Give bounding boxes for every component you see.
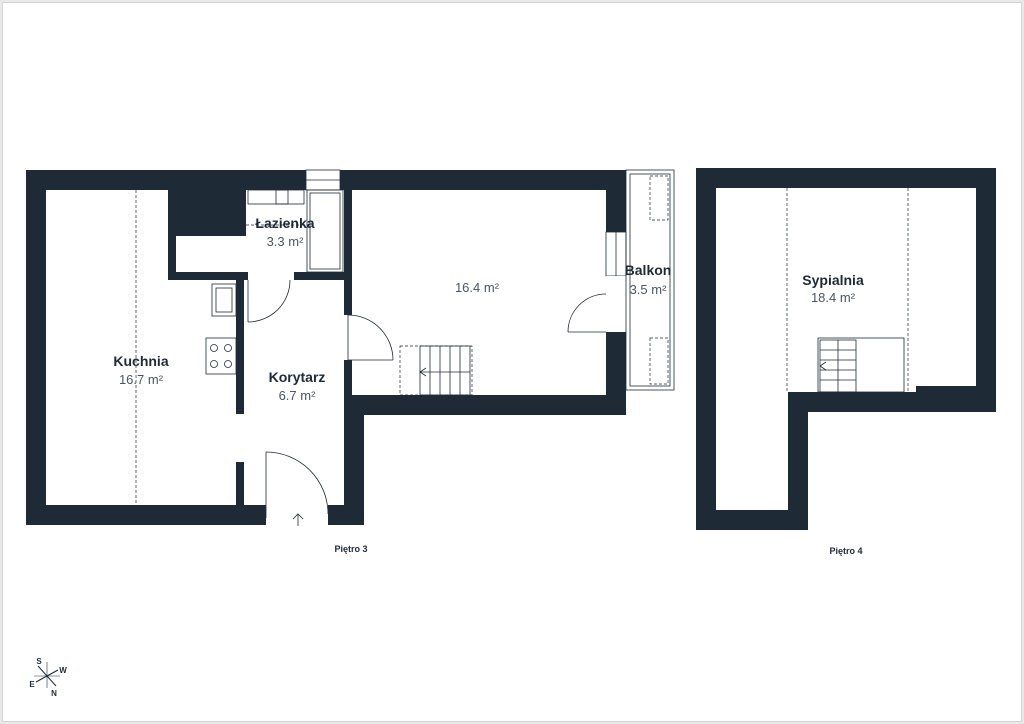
floor-3-doors bbox=[247, 279, 607, 526]
room-area-lazienka: 3.3 m² bbox=[267, 234, 305, 249]
balcony-outline bbox=[625, 169, 675, 391]
wall-bottom-left bbox=[26, 505, 266, 525]
compass-n: N bbox=[51, 689, 57, 698]
floor-4-stairs bbox=[817, 337, 905, 393]
wall-kitchen-bath bbox=[168, 170, 176, 280]
wall-inner-vertical-4 bbox=[788, 392, 808, 530]
wall-corridor-right bbox=[344, 395, 364, 525]
room-name-sypialnia: Sypialnia bbox=[802, 272, 864, 288]
wall-living-right-top bbox=[606, 170, 626, 232]
room-area-sypialnia: 18.4 m² bbox=[811, 290, 856, 305]
room-name-kuchnia: Kuchnia bbox=[113, 353, 168, 369]
floor-3-windows bbox=[305, 169, 627, 332]
compass-e: E bbox=[29, 680, 35, 689]
wall-bath-bottom-left bbox=[168, 272, 248, 280]
room-area-korytarz: 6.7 m² bbox=[279, 388, 317, 403]
wall-left-4 bbox=[696, 168, 716, 530]
room-name-lazienka: Łazienka bbox=[255, 215, 314, 231]
wall-bath-bottom-right bbox=[294, 272, 350, 280]
wall-top-4 bbox=[696, 168, 996, 188]
wall-bottom-4 bbox=[696, 510, 808, 530]
room-name-korytarz: Korytarz bbox=[269, 369, 326, 385]
floor-3-stairs bbox=[399, 345, 473, 396]
wall-kitchen-corridor bbox=[236, 272, 244, 414]
wall-living-bottom bbox=[344, 395, 626, 415]
compass-icon: S W E N bbox=[29, 657, 67, 698]
floor-label-4: Piętro 4 bbox=[829, 546, 862, 556]
wall-shaft bbox=[168, 170, 246, 236]
wall-right-4 bbox=[976, 168, 996, 412]
wall-bath-living bbox=[344, 170, 352, 315]
compass-w: W bbox=[59, 666, 67, 675]
room-area-balkon: 3.5 m² bbox=[630, 282, 668, 297]
floor-3-walls bbox=[26, 170, 626, 525]
wall-living-right-bottom bbox=[606, 332, 626, 414]
bathroom-fixtures bbox=[246, 189, 344, 273]
kitchen-fixtures bbox=[205, 283, 237, 375]
floor-label-3: Piętro 3 bbox=[334, 544, 367, 554]
wall-kitchen-corridor-lower bbox=[236, 462, 244, 522]
room-area-living: 16.4 m² bbox=[455, 280, 500, 295]
compass-s: S bbox=[36, 657, 42, 666]
room-area-kuchnia: 16.7 m² bbox=[119, 372, 164, 387]
wall-corridor-living bbox=[344, 360, 352, 415]
floor-4-dashed-lines bbox=[786, 188, 909, 392]
floor-4-walls bbox=[696, 168, 996, 530]
wall-left bbox=[26, 170, 46, 525]
room-name-balkon: Balkon bbox=[625, 262, 672, 278]
